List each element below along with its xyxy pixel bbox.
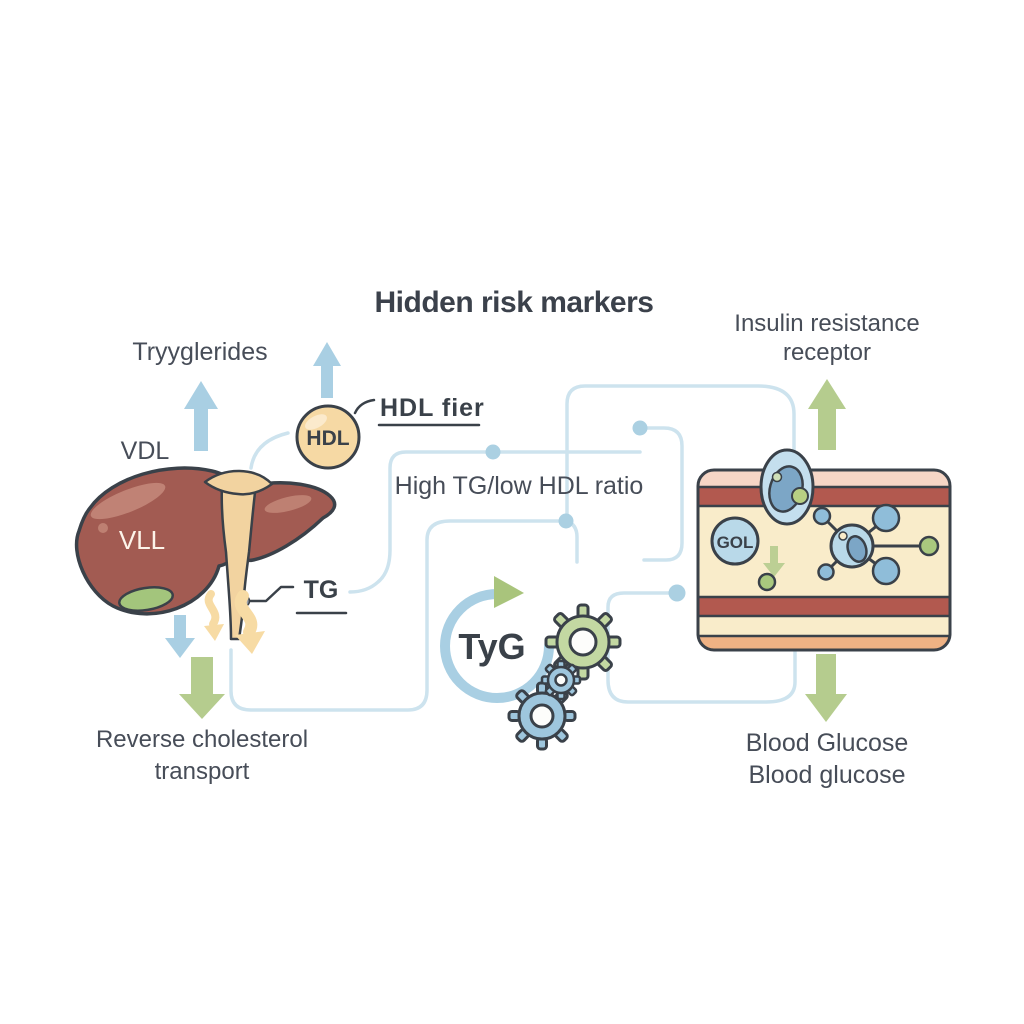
gear-icon-blue-large — [507, 681, 577, 751]
gallbladder — [118, 586, 174, 612]
liver-highlight-dot — [98, 523, 108, 533]
gol-particle: GOL — [710, 516, 760, 566]
wavy-arrow-large — [234, 590, 258, 638]
molecule-satellite — [871, 556, 901, 586]
liver-highlight-right — [264, 495, 312, 513]
vessel-band-pink — [698, 470, 950, 487]
vessel-outline — [696, 468, 952, 652]
connector-wires — [229, 384, 797, 712]
vessel-band-red-top — [698, 487, 950, 506]
gear-icon-blue-small — [540, 659, 582, 701]
blood-glucose-label-line1: Blood Glucose — [746, 729, 909, 757]
tyg-ring-arrowhead — [494, 576, 524, 608]
reverse-transport-label-line2: transport — [155, 758, 250, 785]
hdl-particle: HDL — [295, 404, 361, 470]
gear-icon-green — [544, 603, 622, 681]
connector-line — [638, 426, 684, 562]
lumen-glucose-dot — [757, 572, 777, 592]
liver-vll-label: VLL — [119, 525, 165, 555]
insulin-label-line2: receptor — [783, 339, 871, 366]
connector-node — [632, 420, 648, 436]
reverse-transport-label-line1: Reverse cholesterol — [96, 726, 308, 753]
connector-line — [565, 384, 796, 520]
gol-circle — [710, 516, 760, 566]
molecule-satellite-green — [918, 535, 940, 557]
insulin-receptor-icon — [759, 448, 815, 526]
hdl-fier-leader-line — [353, 398, 376, 415]
hdl-highlight — [305, 414, 327, 430]
wavy-arrow-small-head — [204, 624, 224, 641]
blood-glucose-down-arrow — [805, 654, 847, 722]
insulin-label-line1: Insulin resistance — [734, 310, 919, 337]
vessel-band-cream — [698, 616, 950, 636]
insulin-up-arrow — [808, 379, 846, 450]
hdl-up-arrow — [313, 342, 341, 398]
tyg-label: TyG — [458, 626, 525, 667]
vessel-band-orange — [698, 636, 950, 650]
connector-line — [249, 431, 290, 470]
receptor-dot — [771, 471, 783, 483]
liver-illustration — [74, 466, 337, 641]
liver-down-arrow — [165, 615, 195, 658]
connector-node — [558, 513, 574, 529]
molecule-satellite — [871, 503, 901, 533]
molecule-satellite — [817, 563, 835, 581]
connector-node — [485, 444, 501, 460]
triglycerides-up-arrow — [184, 381, 218, 451]
tg-label: TG — [304, 576, 339, 604]
reverse-transport-down-arrow — [179, 657, 225, 719]
gol-label: GOL — [717, 533, 754, 552]
connector-node — [668, 584, 686, 602]
receptor-ligand — [791, 487, 809, 505]
liver-ligament-flare — [203, 469, 274, 496]
tg-leader-line — [248, 585, 295, 603]
page-title: Hidden risk markers — [375, 286, 654, 319]
liver-highlight — [90, 482, 166, 520]
vessel-layer-lines — [698, 485, 950, 638]
wavy-arrow-small — [204, 590, 220, 628]
connector-line — [348, 450, 642, 594]
tyg-cycle-icon: TyG — [440, 576, 622, 751]
hdl-fier-label: HDL fier — [380, 394, 485, 422]
blood-glucose-label-line2: Blood glucose — [748, 761, 905, 789]
molecule-core — [846, 535, 868, 563]
connector-line — [606, 591, 797, 704]
ratio-label: High TG/low HDL ratio — [395, 472, 644, 500]
vdl-label: VDL — [121, 437, 170, 465]
glucose-molecule-icon — [812, 503, 940, 586]
tg-secretion-arrows — [204, 590, 265, 654]
wavy-arrow-large-head — [235, 631, 265, 654]
molecule-satellite — [812, 506, 832, 526]
hdl-circle-label: HDL — [306, 427, 349, 450]
blood-vessel-illustration: GOL — [696, 448, 952, 652]
molecule-center-dot — [838, 531, 848, 541]
vessel-band-red-bottom — [698, 597, 950, 616]
connector-line — [229, 519, 560, 712]
triglycerides-label: Tryyglerides — [132, 338, 267, 366]
lumen-mini-arrow — [763, 546, 785, 577]
